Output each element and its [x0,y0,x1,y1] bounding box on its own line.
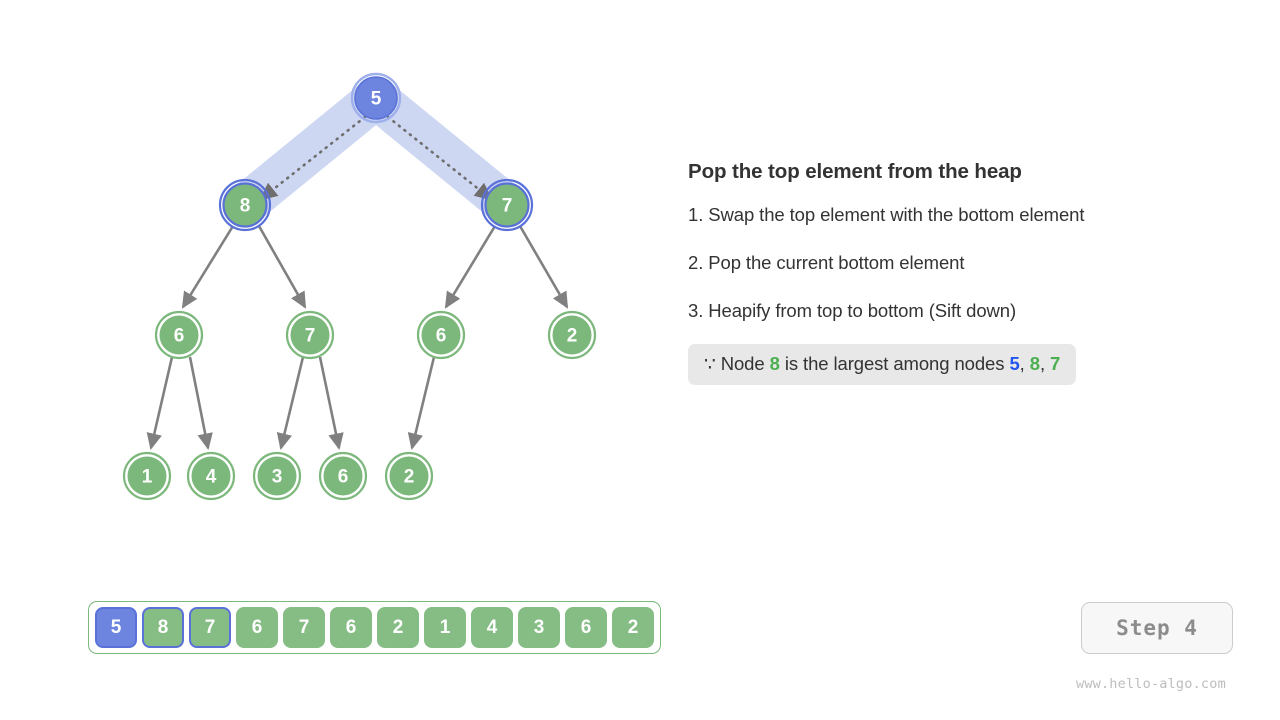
array-cell[interactable]: 3 [518,607,560,648]
tree-node-label: 6 [338,467,349,488]
tree-node[interactable]: 6 [318,451,368,501]
tree-node-label: 4 [206,467,217,488]
array-cell[interactable]: 5 [95,607,137,648]
array-cell[interactable]: 6 [330,607,372,648]
step-text-2: 2. Pop the current bottom element [688,252,965,273]
note-separator-1: , [1019,353,1030,374]
tree-node-label: 7 [502,196,513,217]
note-box: ∵ Node 8 is the largest among nodes 5, 8… [688,344,1077,385]
tree-node[interactable]: 6 [416,310,466,360]
note-candidate-1: 5 [1009,353,1020,374]
tree-node-label: 3 [272,467,283,488]
array-cell[interactable]: 1 [424,607,466,648]
tree-node[interactable]: 6 [154,310,204,360]
note-candidate-3: 7 [1050,353,1061,374]
page-title: Pop the top element from the heap [688,160,1022,183]
tree-node-label: 2 [404,467,415,488]
watermark: www.hello-algo.com [1076,676,1226,692]
tree-node[interactable]: 2 [547,310,597,360]
heap-array: 5 8 7 6 7 6 2 1 4 3 6 2 [88,601,661,654]
note-text-before: Node [720,353,765,374]
tree-node-label: 2 [567,326,578,347]
tree-node-label: 7 [305,326,316,347]
array-cell[interactable]: 7 [189,607,231,648]
step-badge: Step 4 [1081,602,1233,654]
tree-node-label: 6 [436,326,447,347]
note-candidate-2: 8 [1029,353,1040,374]
tree-edges [146,225,569,451]
tree-node-right-child[interactable]: 7 [480,178,534,232]
note-separator-2: , [1039,353,1051,374]
tree-node[interactable]: 3 [252,451,302,501]
array-cell[interactable]: 8 [142,607,184,648]
step-text-1: 1. Swap the top element with the bottom … [688,204,1085,225]
array-cell[interactable]: 6 [236,607,278,648]
step-text-3: 3. Heapify from top to bottom (Sift down… [688,300,1017,321]
swap-arrows [258,115,494,201]
because-symbol: ∵ [704,353,716,374]
heap-tree-diagram: 5 8 7 6 7 6 2 1 4 [122,72,597,501]
tree-node[interactable]: 7 [285,310,335,360]
tree-node-label: 1 [142,467,153,488]
note-subject-node: 8 [769,353,780,374]
tree-node-label: 6 [174,326,185,347]
tree-node-label: 5 [371,89,382,110]
array-cell[interactable]: 2 [377,607,419,648]
tree-node-label: 8 [240,196,251,217]
array-cell[interactable]: 6 [565,607,607,648]
tree-node-root[interactable]: 5 [350,72,402,124]
array-cell[interactable]: 2 [612,607,654,648]
explanation-panel: Pop the top element from the heap 1. Swa… [688,160,1228,385]
tree-node[interactable]: 1 [122,451,172,501]
tree-node[interactable]: 4 [186,451,236,501]
tree-node[interactable]: 2 [384,451,434,501]
tree-node-left-child[interactable]: 8 [218,178,272,232]
array-cell[interactable]: 7 [283,607,325,648]
note-text-middle: is the largest among nodes [784,353,1005,374]
array-cell[interactable]: 4 [471,607,513,648]
